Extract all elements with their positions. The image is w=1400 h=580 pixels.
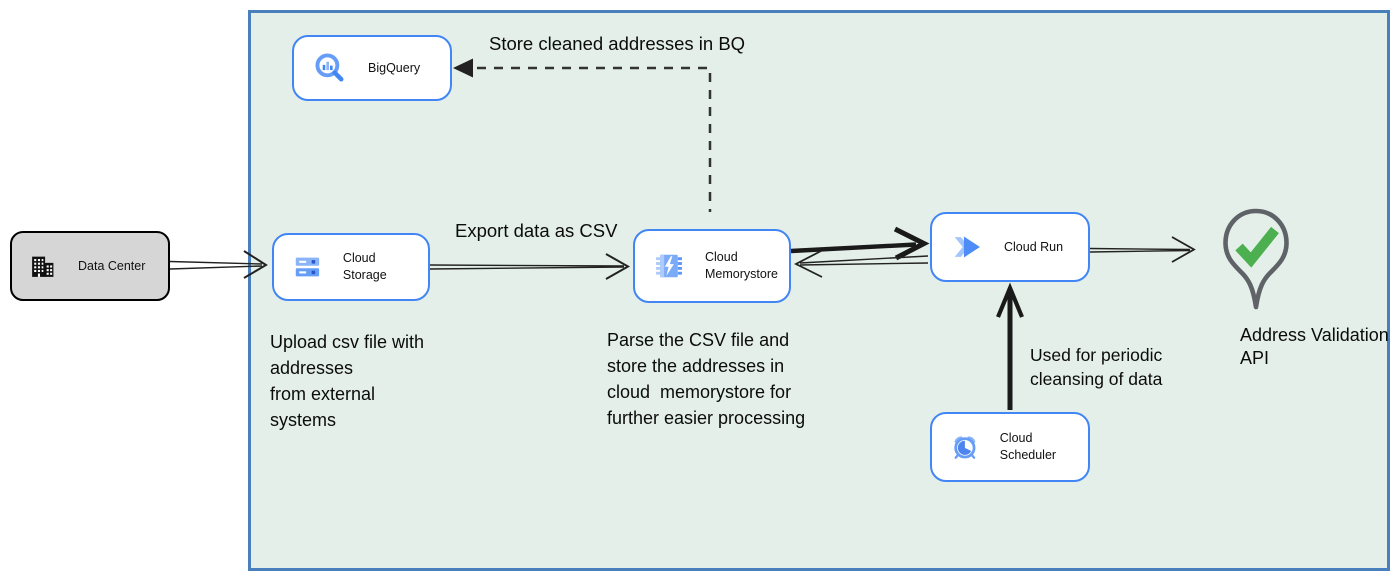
- label-address-validation-api: Address Validation API: [1240, 325, 1389, 369]
- storage-buckets-icon: [295, 257, 320, 277]
- node-label-cloud-run: Cloud Run: [1004, 239, 1064, 254]
- node-label-bigquery: BigQuery: [368, 60, 421, 75]
- annotation-parse-csv: Parse the CSV file and store the address…: [607, 330, 806, 428]
- node-data-center[interactable]: Data Center: [10, 231, 170, 301]
- annotation-upload-csv: Upload csv file with addresses from exte…: [270, 332, 425, 430]
- node-cloud-scheduler[interactable]: Cloud Scheduler: [930, 412, 1090, 482]
- node-bigquery[interactable]: BigQuery: [292, 35, 452, 101]
- gcp-boundary-container: [248, 10, 1390, 571]
- node-cloud-storage[interactable]: Cloud Storage: [272, 233, 430, 301]
- edge-label-store-cleaned: Store cleaned addresses in BQ: [489, 33, 746, 54]
- node-address-validation-pin[interactable]: [1219, 206, 1293, 339]
- node-label-cloud-storage: Cloud Storage: [342, 251, 387, 282]
- node-cloud-memorystore[interactable]: Cloud Memorystore: [633, 229, 791, 303]
- memorystore-chip-icon: [656, 254, 682, 278]
- node-cloud-run[interactable]: Cloud Run: [930, 212, 1090, 282]
- alarm-clock-icon: [954, 436, 976, 459]
- cloud-run-chevrons-icon: [954, 236, 980, 258]
- bigquery-magnifier-icon: [315, 53, 344, 82]
- node-label-cloud-scheduler: Cloud Scheduler: [999, 431, 1057, 462]
- node-label-cloud-memorystore: Cloud Memorystore: [705, 250, 778, 281]
- node-label-data-center: Data Center: [78, 259, 146, 273]
- edge-label-export-csv: Export data as CSV: [455, 220, 618, 241]
- building-icon: [32, 256, 54, 277]
- map-pin-check-icon: [1223, 208, 1289, 310]
- edge-label-periodic-cleansing: Used for periodic cleansing of data: [1030, 345, 1163, 389]
